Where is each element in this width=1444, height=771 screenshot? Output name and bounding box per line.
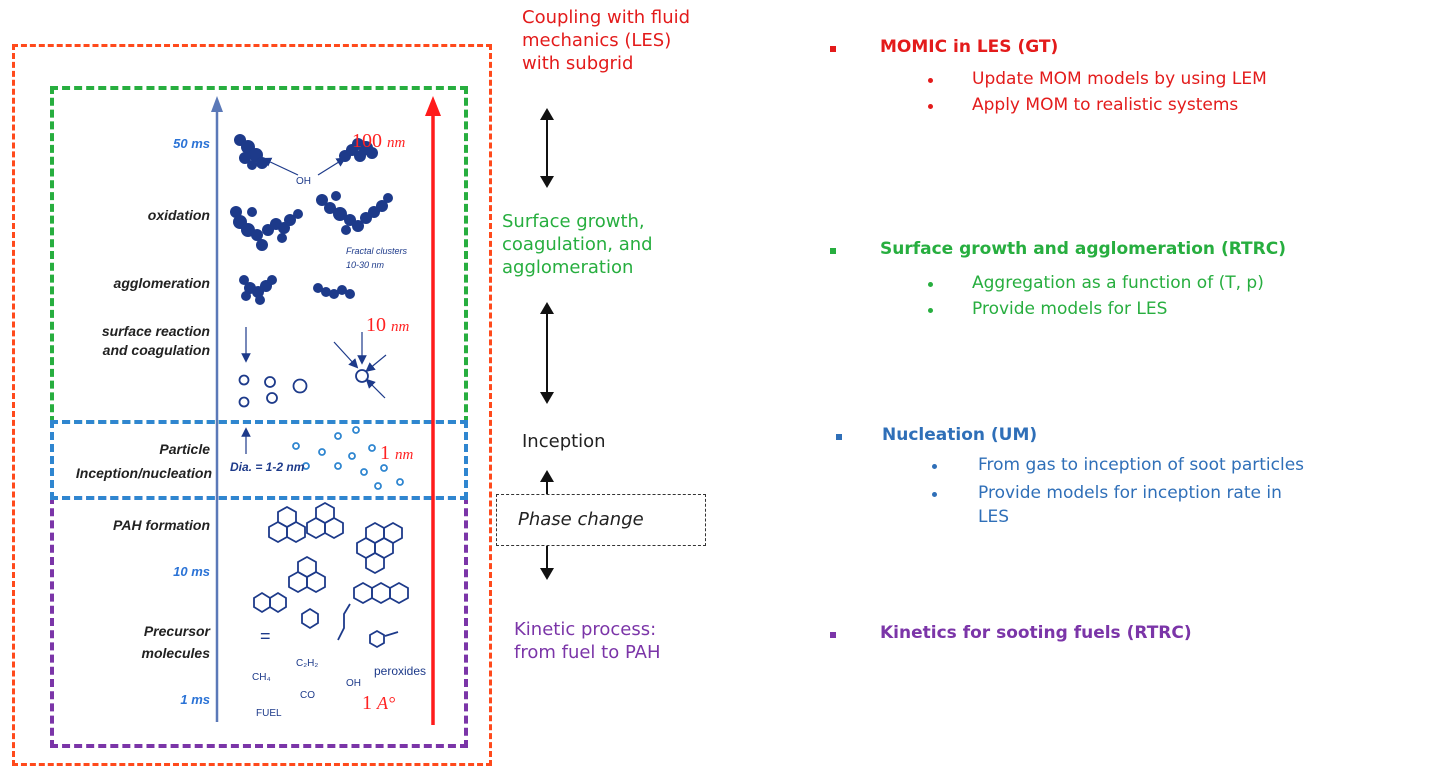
inception-region-frame xyxy=(50,420,468,500)
bullet-title-surface-growth: Surface growth and agglomeration (RTRC) xyxy=(880,239,1286,259)
phase-change-text: Phase change xyxy=(518,509,644,530)
bullet-item-inception-rate: Provide models for inception rate in xyxy=(978,483,1282,503)
coupling-line-1: Coupling with fluid xyxy=(522,7,691,28)
kinetic-line-1: Kinetic process: xyxy=(514,619,657,640)
size-100-value: 100 xyxy=(352,130,382,152)
double-arrow-2 xyxy=(540,302,554,404)
surface-line-2: coagulation, and xyxy=(502,234,653,255)
bullet-square-4 xyxy=(830,632,836,638)
fractal-clusters-annotation: Fractal clusters xyxy=(346,246,408,256)
bullet-dot-1a xyxy=(928,78,933,83)
pah-formation-label: PAH formation xyxy=(113,517,210,533)
inception-text: Inception xyxy=(522,431,606,452)
bullet-item-update-mom: Update MOM models by using LEM xyxy=(972,69,1267,89)
coupling-text: Coupling with fluid mechanics (LES) with… xyxy=(522,6,782,75)
bullet-item-aggregation: Aggregation as a function of (T, p) xyxy=(972,273,1264,293)
bullet-title-momic: MOMIC in LES (GT) xyxy=(880,37,1059,57)
time-1ms-label: 1 ms xyxy=(180,692,210,707)
coupling-region-frame xyxy=(12,44,492,766)
bullet-dot-3b xyxy=(932,492,937,497)
surface-line-3: agglomeration xyxy=(502,257,634,278)
diameter-annotation: Dia. = 1-2 nm xyxy=(230,460,305,474)
time-10ms-label: 10 ms xyxy=(173,564,210,579)
bullet-square-3 xyxy=(836,434,842,440)
particle-label: Particle xyxy=(159,441,210,457)
soot-formation-illustration xyxy=(211,96,441,725)
bullet-title-nucleation: Nucleation (UM) xyxy=(882,425,1038,445)
size-10nm-label: 10 nm xyxy=(366,314,409,337)
oh-annotation-top: OH xyxy=(296,176,311,187)
precursor-label: Precursor xyxy=(143,623,210,639)
co-annotation: CO xyxy=(300,690,315,701)
surface-line-1: Surface growth, xyxy=(502,211,645,232)
oh-annotation-bottom: OH xyxy=(346,678,361,689)
bullet-item-apply-mom: Apply MOM to realistic systems xyxy=(972,95,1239,115)
bullet-dot-1b xyxy=(928,104,933,109)
kinetic-line-2: from fuel to PAH xyxy=(514,642,661,663)
size-100nm-label: 100 nm xyxy=(352,130,405,153)
bullet-item-gas-to-inception: From gas to inception of soot particles xyxy=(978,455,1305,475)
size-1a-value: 1 xyxy=(362,692,372,714)
size-unit-nm-1: nm xyxy=(387,135,406,151)
coagulation-label: and coagulation xyxy=(102,342,210,358)
c2h2-annotation: C₂H₂ xyxy=(296,658,319,669)
bullet-item-provide-models-les: Provide models for LES xyxy=(972,299,1168,319)
surface-reaction-label: surface reaction xyxy=(101,323,210,339)
time-50ms-label: 50 ms xyxy=(173,136,210,151)
bullet-title-kinetics: Kinetics for sooting fuels (RTRC) xyxy=(880,623,1192,643)
size-10-value: 10 xyxy=(366,314,386,336)
equals-annotation: = xyxy=(260,626,271,646)
surface-growth-text: Surface growth, coagulation, and agglome… xyxy=(502,210,722,279)
peroxides-annotation: peroxides xyxy=(374,664,427,678)
inception-nucleation-label: Inception/nucleation xyxy=(75,465,212,481)
ch4-annotation: CH₄ xyxy=(252,672,271,683)
size-1a-label: 1 A° xyxy=(362,692,395,715)
coupling-line-3: with subgrid xyxy=(522,53,634,74)
fuel-annotation: FUEL xyxy=(256,708,282,719)
kinetic-text: Kinetic process: from fuel to PAH xyxy=(514,618,734,664)
coupling-line-2: mechanics (LES) xyxy=(522,30,672,51)
size-1-value: 1 xyxy=(380,442,390,464)
phase-change-box xyxy=(496,494,706,546)
fractal-size-annotation: 10-30 nm xyxy=(346,260,385,270)
size-1nm-label: 1 nm xyxy=(380,442,413,465)
bullet-item-inception-rate-cont: LES xyxy=(978,507,1010,527)
double-arrow-1 xyxy=(540,108,554,188)
bullet-square-1 xyxy=(830,46,836,52)
bullet-dot-2b xyxy=(928,308,933,313)
bullet-dot-2a xyxy=(928,282,933,287)
bullet-square-2 xyxy=(830,248,836,254)
molecules-label: molecules xyxy=(141,645,210,661)
agglomeration-label: agglomeration xyxy=(113,275,210,291)
bullet-dot-3a xyxy=(932,464,937,469)
size-unit-nm-2: nm xyxy=(391,319,410,335)
size-unit-nm-3: nm xyxy=(395,447,414,463)
size-unit-angstrom: A° xyxy=(377,693,396,713)
oxidation-label: oxidation xyxy=(147,207,210,223)
